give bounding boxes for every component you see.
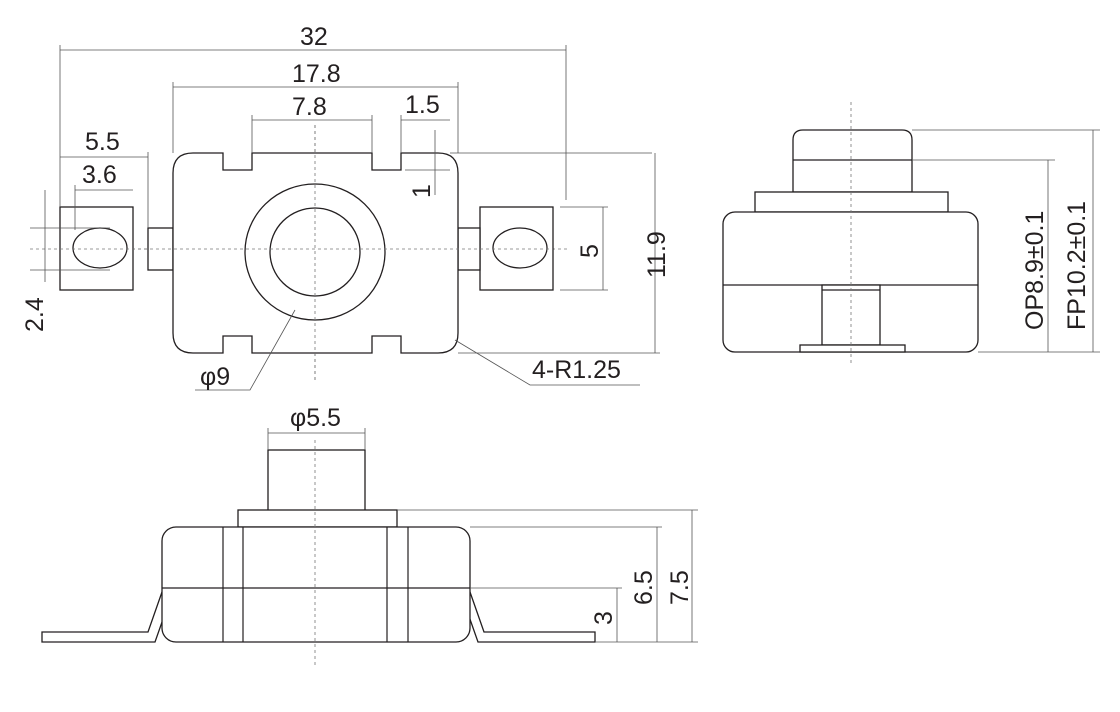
dim-tab-height: 5 — [576, 244, 604, 258]
side-view: OP8.9±0.1 FP10.2±0.1 — [722, 102, 1100, 365]
dim-notch-spacing: 7.8 — [292, 93, 327, 121]
top-view: 32 17.8 7.8 1.5 1 5.5 3.6 2.4 5 11.9 φ9 … — [21, 23, 671, 391]
dim-free-position: FP10.2±0.1 — [1063, 201, 1091, 330]
dim-lead-height: 3 — [590, 611, 618, 625]
dim-tab-inner: 3.6 — [82, 161, 117, 189]
dim-hole: 2.4 — [21, 297, 49, 332]
dim-body-width: 17.8 — [292, 60, 341, 88]
dim-body-height-front: 6.5 — [630, 570, 658, 605]
dim-total-height: 7.5 — [666, 570, 694, 605]
front-view: φ5.5 3 6.5 7.5 — [41, 404, 698, 665]
dim-button-diameter: φ9 — [200, 363, 230, 391]
dim-notch-depth: 1 — [408, 184, 436, 198]
dim-button-diameter-front: φ5.5 — [290, 404, 341, 432]
dim-notch-width: 1.5 — [405, 91, 440, 119]
dim-body-height: 11.9 — [643, 231, 671, 278]
dim-overall-width: 32 — [300, 23, 328, 51]
dim-tab-outer: 5.5 — [85, 128, 120, 156]
dim-corner-radius: 4-R1.25 — [532, 356, 621, 384]
dim-operating-position: OP8.9±0.1 — [1021, 211, 1049, 330]
